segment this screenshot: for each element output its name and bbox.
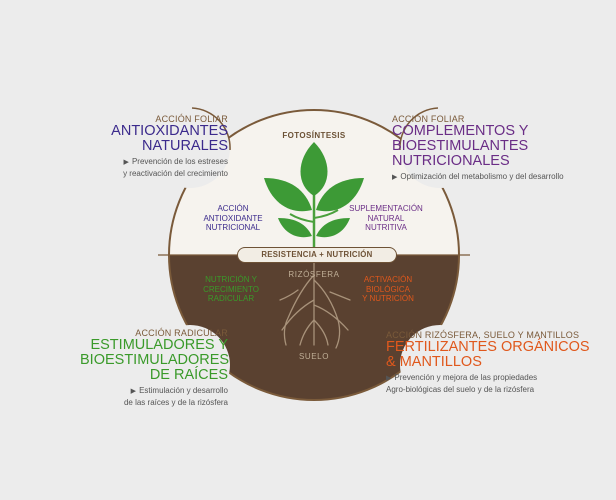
desc-bottom-right: ▶Prevención y mejora de las propiedades … [386,373,538,394]
heading-bottom-left: ESTIMULADORES Y BIOESTIMULADORES DE RAÍC… [80,337,230,383]
heading-bottom-right: FERTILIZANTES ORGÁNICOS & MANTILLOS [386,339,590,370]
quadrant-top-left: ACCIÓN FOLIAR ANTIOXIDANTES NATURALES ▶P… [88,114,228,179]
fotosintesis-label: FOTOSÍNTESIS [282,131,346,140]
notch-arc-top-right [399,107,439,151]
rizosfera-label: RIZÓSFERA [288,270,340,279]
notch-top-left [150,108,230,188]
resistencia-nutricion-pill: RESISTENCIA + NUTRICIÓN [237,247,397,263]
kicker-bottom-left: ACCIÓN RADICULAR [135,328,228,338]
roots [279,261,351,349]
triangle-bullet-icon: ▶ [123,159,129,166]
notch-arc-top-left [191,107,231,151]
kicker-bottom-right: ACCIÓN RIZÓSFERA, SUELO Y MANTILLOS [386,330,580,340]
leaf-right [316,178,364,212]
notch-bottom-left [150,325,230,405]
desc-top-left: ▶Prevención de los estreses y reactivaci… [123,157,228,178]
inner-nutricion-radicular: NUTRICIÓN Y CRECIMIENTO RADICULAR [203,275,259,303]
quadrant-bottom-left: ACCIÓN RADICULAR ESTIMULADORES Y BIOESTI… [80,328,230,408]
notch-top-right [400,108,480,188]
quadrant-top-right: ACCIÓN FOLIAR COMPLEMENTOS Y BIOESTIMULA… [392,114,602,184]
triangle-bullet-icon: ▶ [392,174,398,181]
heading-top-left: ANTIOXIDANTES NATURALES [111,123,228,154]
suelo-label: SUELO [298,352,330,361]
desc-bottom-left: ▶Estimulación y desarrollo de las raíces… [123,386,228,407]
kicker-top-left: ACCIÓN FOLIAR [155,114,228,124]
triangle-bullet-icon: ▶ [130,388,137,395]
quadrant-bottom-right: ACCIÓN RIZÓSFERA, SUELO Y MANTILLOS FERT… [386,330,612,395]
inner-suplementacion: SUPLEMENTACIÓN NATURAL NUTRITIVA [349,204,423,232]
leaf-top [300,142,328,196]
notch-bottom-right [400,325,480,405]
kicker-top-right: ACCIÓN FOLIAR [392,114,465,124]
leaf-left [264,178,312,212]
triangle-bullet-icon: ▶ [386,375,392,382]
desc-top-right: ▶Optimización del metabolismo y del desa… [392,172,564,181]
inner-antioxidante: ACCIÓN ANTIOXIDANTE NUTRICIONAL [203,204,263,232]
leaf-small-left [278,218,312,238]
heading-top-right: COMPLEMENTOS Y BIOESTIMULANTES NUTRICION… [392,123,529,169]
inner-activacion: ACTIVACIÓN BIOLÓGICA Y NUTRICIÓN [362,275,414,303]
leaf-small-right [316,218,350,238]
